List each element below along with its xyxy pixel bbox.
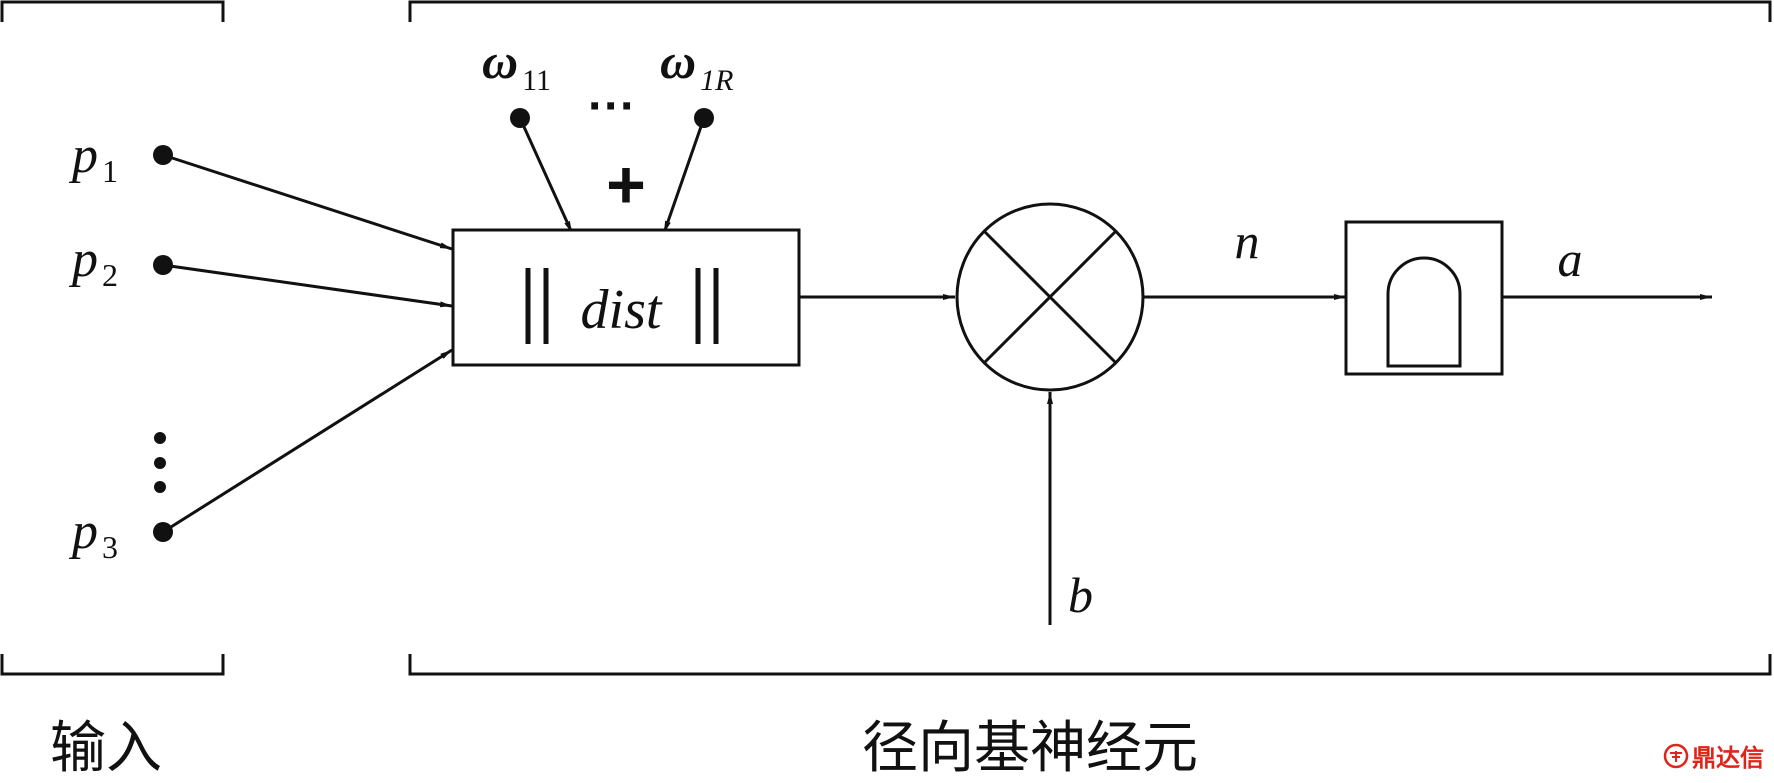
output-label-a: a	[1558, 231, 1583, 287]
arrow-p1-to-dist	[162, 153, 453, 251]
watermark-logo-icon	[1663, 743, 1689, 768]
dist-right-norm-bars	[695, 268, 719, 344]
dist-left-norm-bars	[525, 268, 549, 344]
signal-label-n: n	[1235, 213, 1260, 269]
neuron-bracket-bottom	[408, 654, 1772, 676]
transfer-function-box	[1344, 220, 1504, 376]
neuron-bracket-top	[408, 0, 1772, 22]
arrow-p2-to-dist	[162, 263, 453, 308]
watermark-logo: 鼎达信	[1663, 738, 1764, 773]
weight-ellipsis: ···	[588, 80, 636, 133]
bias-label-b: b	[1068, 567, 1093, 623]
dist-box	[451, 228, 801, 367]
input-vertical-ellipsis	[154, 432, 166, 493]
radbas-icon	[1386, 256, 1462, 368]
arrow-w11-to-dist	[518, 117, 574, 234]
watermark-text: 鼎达信	[1692, 744, 1764, 772]
arrow-w1R-to-dist	[662, 117, 706, 234]
input-bracket-bottom	[0, 654, 225, 676]
multiplier-node	[955, 202, 1145, 392]
input-bracket-top	[0, 0, 225, 22]
dist-label: dist	[581, 279, 663, 341]
arrow-p3-to-dist	[162, 348, 453, 534]
caption-input: 输入	[50, 716, 162, 781]
plus-sign: +	[606, 147, 646, 223]
caption-rbf-neuron: 径向基神经元	[862, 716, 1198, 781]
